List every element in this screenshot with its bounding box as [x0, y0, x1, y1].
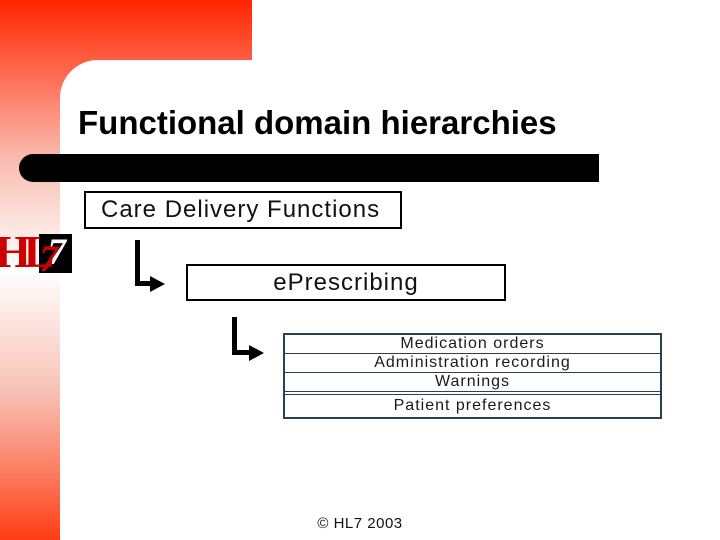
- footer-copyright: © HL7 2003: [317, 515, 403, 532]
- logo-letter-h: H: [0, 226, 31, 277]
- logo-seven-box: 7 7: [39, 234, 73, 273]
- box-care-delivery-functions: Care Delivery Functions: [84, 191, 402, 229]
- list-item-medication-orders: Medication orders: [285, 335, 660, 354]
- title-underline-bar: [19, 154, 599, 182]
- box-eprescribing-functions: Medication orders Administration recordi…: [283, 333, 662, 419]
- list-item-administration-recording: Administration recording: [285, 354, 660, 373]
- logo-seven: 7: [47, 234, 66, 273]
- hl7-logo: H L 7 7: [0, 226, 73, 277]
- box-eprescribing-label: ePrescribing: [273, 268, 419, 296]
- logo-letter-l: L: [23, 226, 55, 277]
- elbow-arrow-2-arrowhead-icon: [249, 344, 264, 361]
- elbow-arrow-1-vertical-line: [135, 240, 140, 286]
- box-eprescribing: ePrescribing: [186, 264, 506, 301]
- list-item-patient-preferences: Patient preferences: [285, 394, 660, 417]
- slide-title: Functional domain hierarchies: [78, 104, 557, 141]
- elbow-arrow-1-horizontal-line: [135, 281, 152, 286]
- elbow-arrow-2-vertical-line: [232, 317, 237, 355]
- elbow-arrow-1-arrowhead-icon: [150, 275, 165, 292]
- box-care-delivery-functions-label: Care Delivery Functions: [101, 196, 381, 223]
- list-item-warnings: Warnings: [285, 373, 660, 392]
- logo-seven-shadow: 7: [39, 239, 58, 273]
- elbow-arrow-2-horizontal-line: [232, 350, 251, 355]
